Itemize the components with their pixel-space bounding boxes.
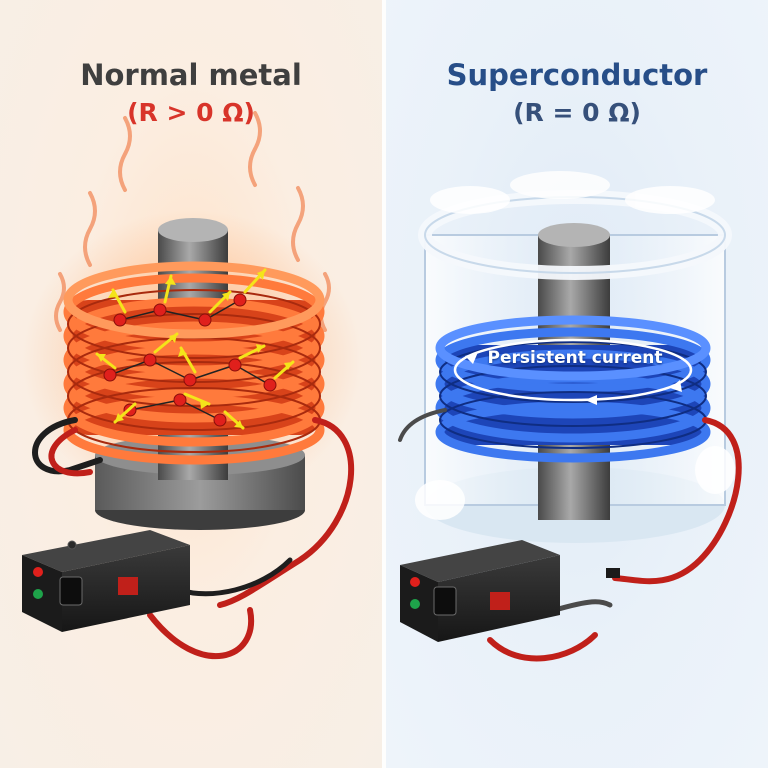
panel-divider [382, 0, 386, 768]
superconducting-coil [435, 315, 711, 463]
sc-power-switch [433, 586, 457, 616]
open-connector [606, 568, 620, 578]
left-wires [32, 417, 355, 660]
superconductor-title: Superconductor [446, 58, 708, 92]
normal-metal-title: Normal metal [80, 58, 302, 92]
persistent-current-loop [453, 338, 693, 402]
heat-waves [54, 111, 331, 332]
normal-metal-coil-assembly [22, 111, 362, 660]
left-power-supply [22, 530, 190, 632]
right-wires [398, 408, 742, 662]
power-switch [59, 576, 83, 606]
superconductor-coil-assembly [398, 171, 742, 662]
core-top [158, 218, 228, 242]
electron-scattering [95, 268, 295, 430]
persistent-current-label: Persistent current [487, 348, 663, 368]
superconductor-resistance: (R = 0 Ω) [513, 98, 641, 127]
red-plug [118, 577, 138, 595]
normal-metal-resistance: (R > 0 Ω) [127, 98, 255, 127]
right-power-supply [400, 540, 560, 642]
frost-clouds [415, 171, 735, 520]
red-indicator-light [33, 567, 43, 577]
green-indicator-light [33, 589, 43, 599]
